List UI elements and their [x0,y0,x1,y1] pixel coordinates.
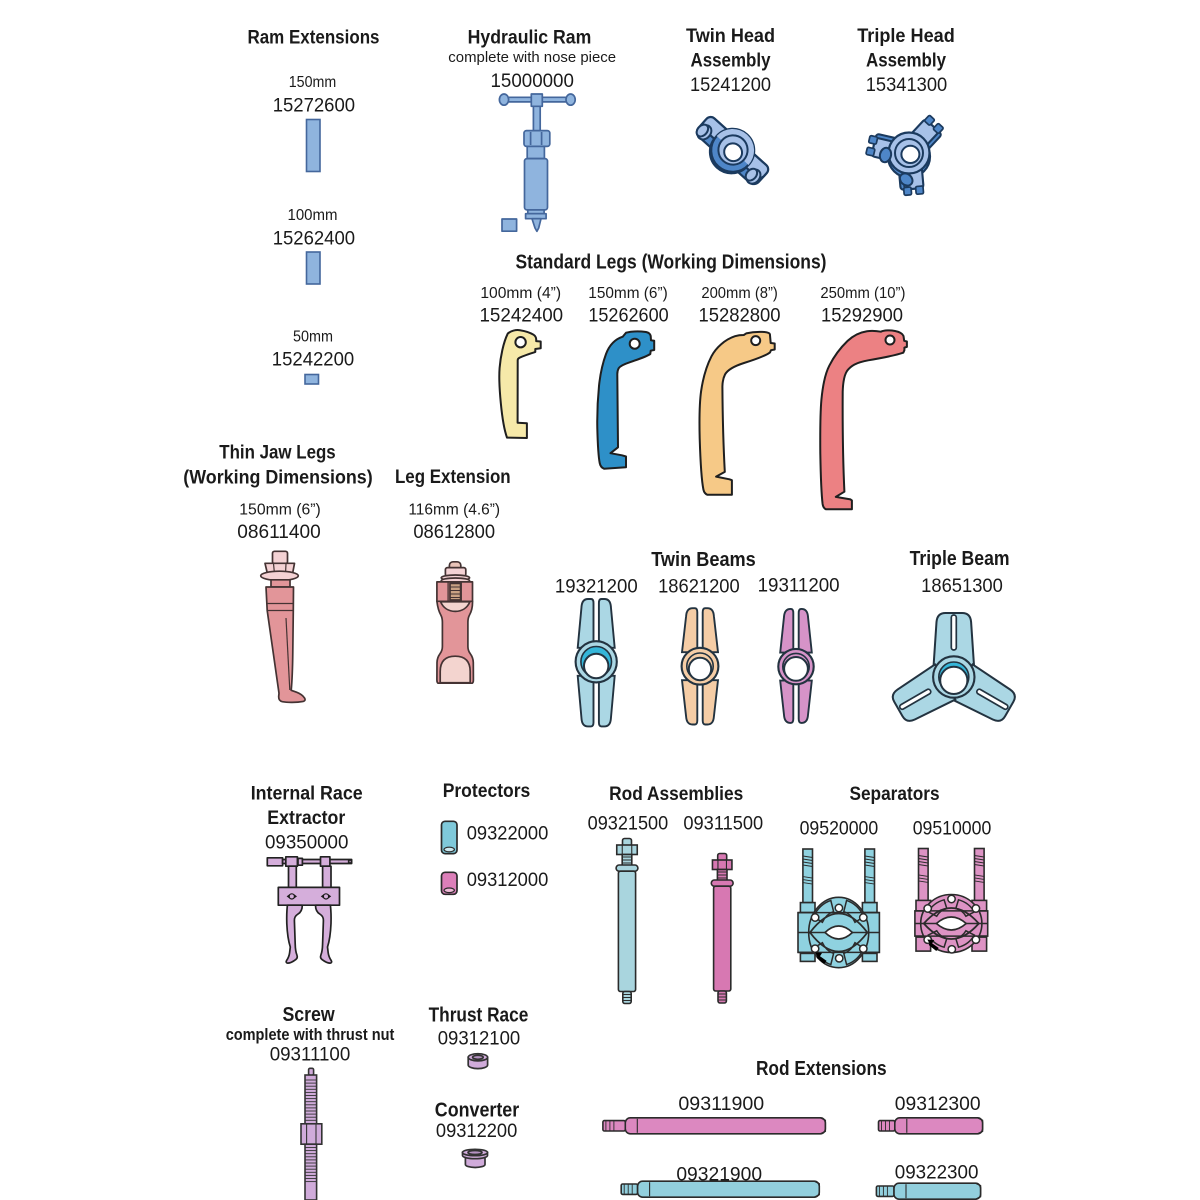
svg-text:15242200: 15242200 [272,349,355,371]
svg-text:15262600: 15262600 [588,305,668,327]
svg-text:09350000: 09350000 [265,832,349,854]
svg-text:19321200: 19321200 [555,576,638,598]
svg-text:18651300: 18651300 [921,575,1003,597]
svg-text:Protectors: Protectors [443,780,531,802]
svg-text:complete with thrust nut: complete with thrust nut [226,1025,395,1044]
svg-text:09312100: 09312100 [438,1028,521,1050]
svg-text:100mm: 100mm [288,207,338,224]
svg-text:09321500: 09321500 [588,813,669,835]
svg-text:116mm (4.6”): 116mm (4.6”) [408,502,500,519]
svg-text:15241200: 15241200 [690,74,771,96]
svg-text:Extractor: Extractor [267,807,345,829]
svg-text:Thrust Race: Thrust Race [429,1005,529,1027]
svg-text:Assembly: Assembly [866,50,946,72]
svg-text:09321900: 09321900 [676,1164,762,1186]
svg-text:08611400: 08611400 [237,521,321,543]
svg-text:09312200: 09312200 [436,1120,518,1142]
svg-text:Standard Legs (Working Dimensi: Standard Legs (Working Dimensions) [516,252,827,274]
svg-text:15341300: 15341300 [866,74,948,96]
svg-text:Hydraulic Ram: Hydraulic Ram [468,27,592,49]
svg-text:09322300: 09322300 [895,1162,979,1184]
svg-text:Leg Extension: Leg Extension [395,466,511,488]
svg-text:09312300: 09312300 [895,1093,981,1115]
svg-text:Assembly: Assembly [691,50,771,72]
svg-text:15000000: 15000000 [491,70,575,92]
svg-text:200mm (8”): 200mm (8”) [701,285,778,302]
svg-text:09312000: 09312000 [467,869,549,891]
svg-text:Thin Jaw Legs: Thin Jaw Legs [219,442,335,464]
svg-text:09311900: 09311900 [678,1093,764,1115]
svg-text:15262400: 15262400 [273,228,356,250]
svg-text:150mm (6”): 150mm (6”) [239,502,320,519]
svg-text:Rod Assemblies: Rod Assemblies [609,783,743,805]
svg-text:Rod Extensions: Rod Extensions [756,1058,887,1080]
svg-text:15282800: 15282800 [699,305,781,327]
svg-text:09322000: 09322000 [467,823,549,845]
svg-text:complete with nose piece: complete with nose piece [448,49,616,66]
svg-text:09311500: 09311500 [683,813,763,835]
svg-text:09510000: 09510000 [913,818,992,840]
svg-text:Twin Head: Twin Head [686,25,775,47]
svg-text:18621200: 18621200 [658,576,740,598]
svg-text:15242400: 15242400 [479,305,563,327]
svg-text:Separators: Separators [849,783,939,805]
svg-text:09311100: 09311100 [270,1044,351,1066]
svg-text:08612800: 08612800 [413,521,495,543]
svg-text:100mm (4”): 100mm (4”) [480,285,561,302]
svg-text:15272600: 15272600 [273,95,356,117]
svg-text:Twin Beams: Twin Beams [651,549,756,571]
svg-text:250mm (10”): 250mm (10”) [820,285,905,302]
svg-text:Triple Head: Triple Head [857,25,955,47]
svg-text:150mm: 150mm [289,74,337,91]
svg-text:Screw: Screw [282,1003,334,1026]
svg-text:15292900: 15292900 [821,305,903,327]
svg-text:Triple Beam: Triple Beam [910,548,1010,570]
svg-text:Converter: Converter [435,1100,520,1122]
svg-text:150mm (6”): 150mm (6”) [588,285,667,302]
svg-text:(Working Dimensions): (Working Dimensions) [183,467,372,489]
svg-text:09520000: 09520000 [800,818,879,840]
svg-text:Ram Extensions: Ram Extensions [248,27,380,49]
svg-text:19311200: 19311200 [758,575,840,597]
svg-text:50mm: 50mm [293,329,333,346]
svg-text:Internal Race: Internal Race [251,783,363,805]
